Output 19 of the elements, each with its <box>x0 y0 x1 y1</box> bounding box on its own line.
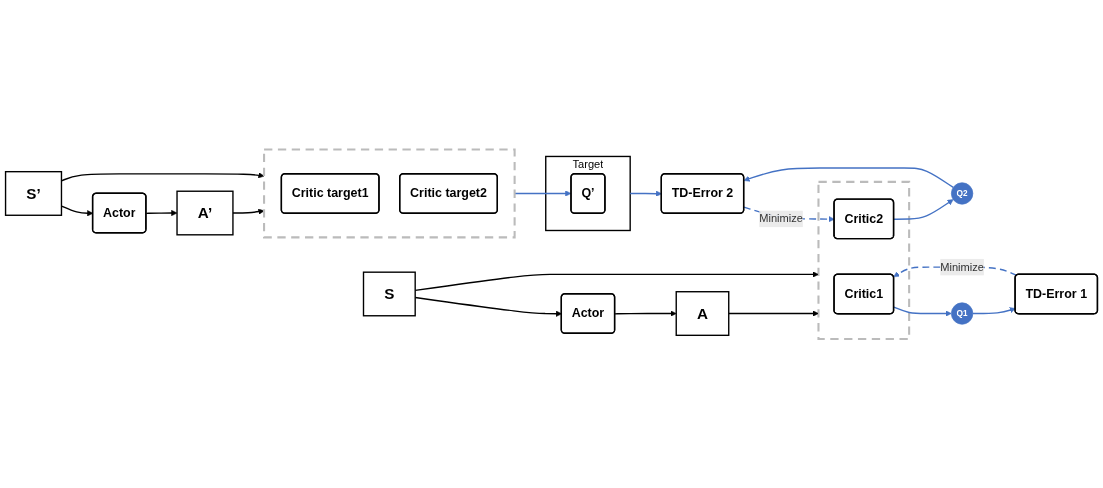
arrow <box>728 310 819 317</box>
edge-label: Minimize <box>940 260 984 273</box>
arrow <box>145 209 178 216</box>
node-box: A <box>675 290 730 336</box>
arrow <box>972 307 1016 314</box>
node-circle: Q1 <box>951 302 974 325</box>
node-box: S <box>362 271 416 317</box>
edge-label: Minimize <box>759 212 803 225</box>
arrow <box>629 190 662 197</box>
node-box: S’ <box>4 170 63 216</box>
arrow <box>743 167 954 188</box>
arrow <box>232 208 265 215</box>
node-circle: Q2 <box>951 182 974 205</box>
cluster <box>263 148 516 239</box>
cluster <box>817 180 911 340</box>
arrow <box>614 310 677 317</box>
node-box: A’ <box>176 190 234 236</box>
arrow <box>893 306 952 317</box>
arrow <box>893 199 954 220</box>
